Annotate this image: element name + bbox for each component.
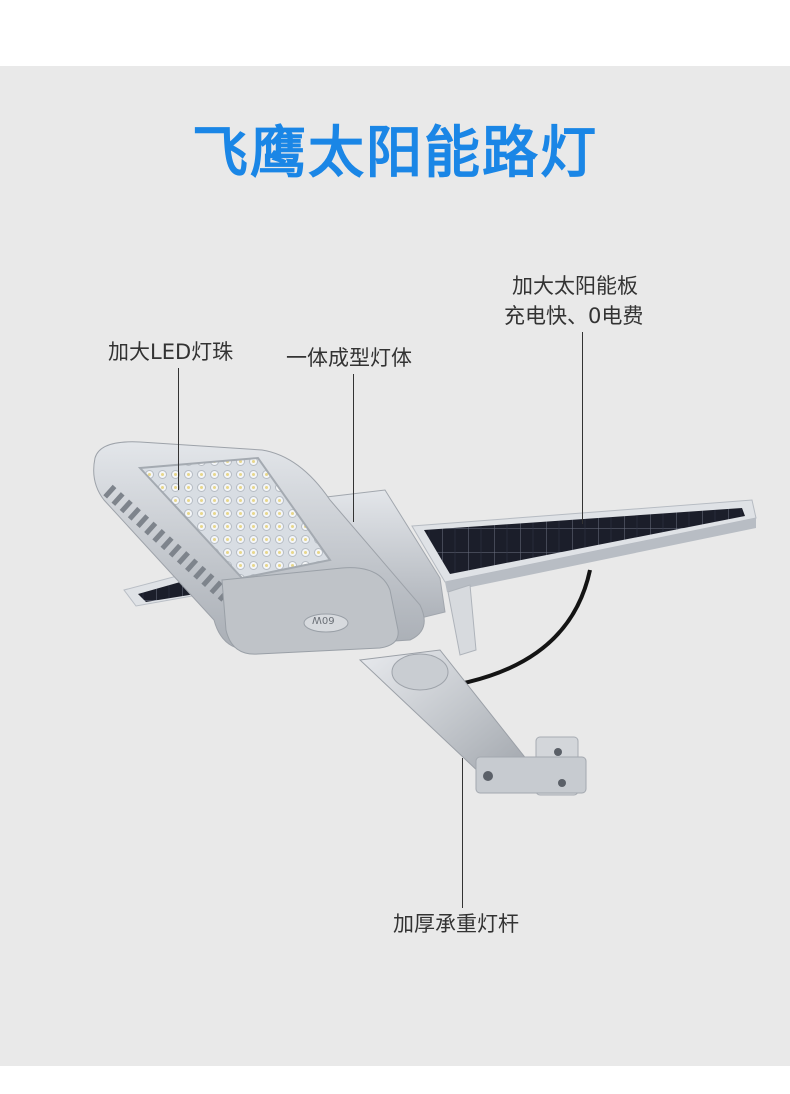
lamp-head (93, 441, 425, 655)
page-title: 飞鹰太阳能路灯 (192, 121, 598, 186)
callout-solar-panel-line2: 充电快、0电费 (504, 304, 644, 328)
callout-lamp-body: 一体成型灯体 (286, 346, 412, 370)
callout-pole-line (462, 758, 463, 908)
callout-solar-panel-line (582, 332, 583, 524)
callout-led-beads: 加大LED灯珠 (108, 340, 234, 364)
callout-lamp-body-line (353, 374, 354, 522)
callout-pole: 加厚承重灯杆 (393, 912, 519, 936)
callout-led-beads-line (178, 368, 179, 490)
callout-solar-panel-line1: 加大太阳能板 (512, 274, 638, 298)
wattage-badge: 60W (312, 614, 335, 625)
solar-panel (411, 499, 757, 592)
